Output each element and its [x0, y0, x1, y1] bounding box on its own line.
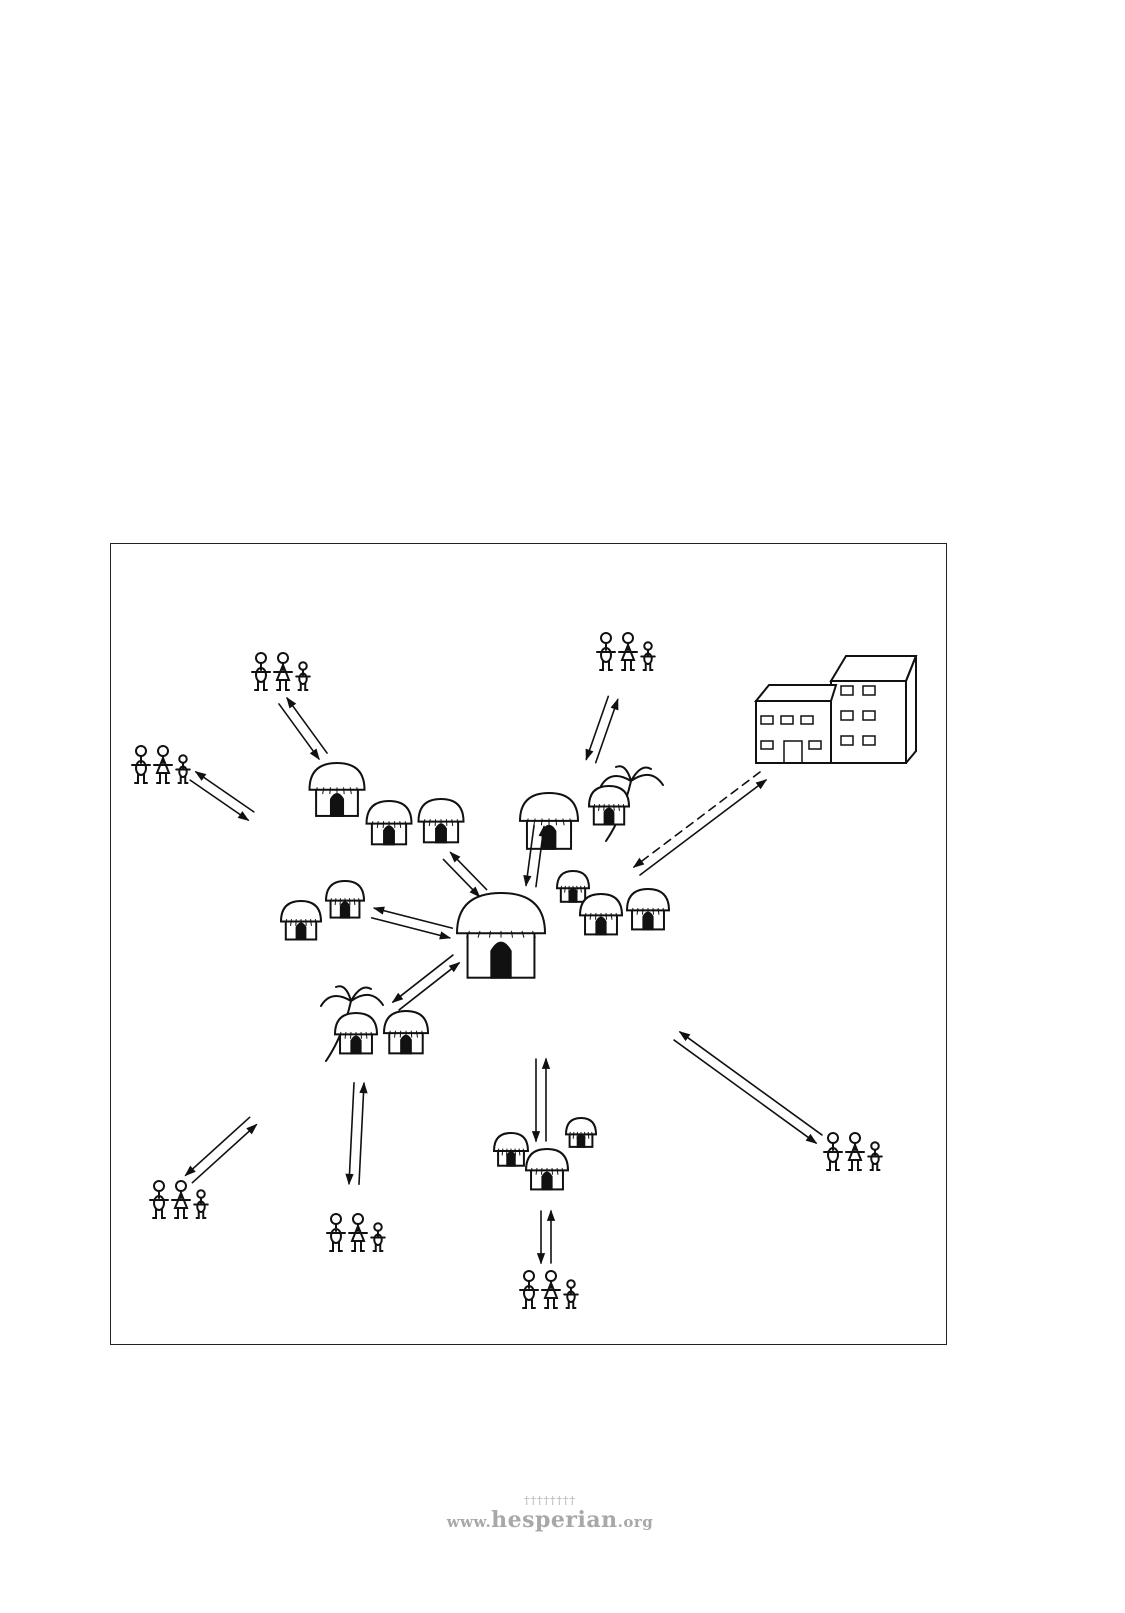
person-icon: [845, 1132, 865, 1171]
hut-icon: [308, 761, 366, 817]
hut-icon: [587, 784, 631, 826]
two-way-arrow-icon: [370, 906, 454, 940]
hut-icon: [382, 1009, 430, 1055]
hut-icon: [492, 1131, 530, 1167]
person-icon: [149, 1180, 169, 1219]
hut-icon: [324, 879, 366, 919]
person-icon: [193, 1189, 209, 1219]
two-way-arrow-icon: [536, 1209, 556, 1265]
person-icon: [519, 1270, 539, 1309]
two-way-arrow-icon: [184, 1116, 258, 1184]
person-icon: [348, 1213, 368, 1252]
hut-icon: [564, 1116, 598, 1148]
hut-icon: [518, 791, 580, 850]
hut-icon: [578, 892, 624, 936]
hesperian-logo[interactable]: †††††††† www.hesperian.org: [425, 1494, 675, 1534]
person-icon: [618, 632, 638, 671]
hut-icon: [455, 891, 547, 979]
hut-icon: [524, 1147, 570, 1191]
two-way-arrow-icon: [278, 696, 328, 761]
person-icon: [295, 661, 311, 691]
logo-url: www.hesperian.org: [425, 1507, 675, 1533]
logo-people-icon: ††††††††: [524, 1494, 576, 1507]
person-icon: [823, 1132, 843, 1171]
hut-icon: [625, 887, 671, 931]
two-way-arrow-icon: [673, 1031, 823, 1144]
person-icon: [175, 754, 191, 784]
hut-icon: [417, 797, 465, 844]
two-way-arrow-icon: [523, 824, 547, 888]
person-icon: [326, 1213, 346, 1252]
person-icon: [171, 1180, 191, 1219]
two-way-arrow-icon: [531, 1057, 551, 1143]
person-icon: [273, 652, 293, 691]
two-way-arrow-icon: [442, 851, 488, 898]
community-network-illustration: [110, 543, 947, 1345]
two-way-arrow-icon: [345, 1081, 368, 1186]
person-icon: [596, 632, 616, 671]
person-icon: [541, 1270, 561, 1309]
person-icon: [640, 641, 656, 671]
two-way-arrow-icon: [632, 771, 768, 876]
person-icon: [131, 745, 151, 784]
two-way-arrow-icon: [585, 695, 619, 764]
two-way-arrow-icon: [189, 771, 255, 821]
hut-icon: [333, 1011, 379, 1055]
person-icon: [867, 1141, 883, 1171]
hut-icon: [279, 899, 323, 941]
person-icon: [563, 1279, 579, 1309]
person-icon: [370, 1222, 386, 1252]
logo-prefix: www.: [446, 1513, 492, 1531]
person-icon: [153, 745, 173, 784]
illustration-canvas: [131, 632, 918, 1309]
hut-icon: [555, 869, 591, 903]
logo-suffix: .org: [617, 1513, 654, 1531]
two-way-arrow-icon: [391, 954, 461, 1011]
person-icon: [251, 652, 271, 691]
hospital-building-icon: [753, 655, 918, 764]
hut-icon: [365, 799, 413, 846]
logo-name: hesperian: [491, 1507, 618, 1533]
